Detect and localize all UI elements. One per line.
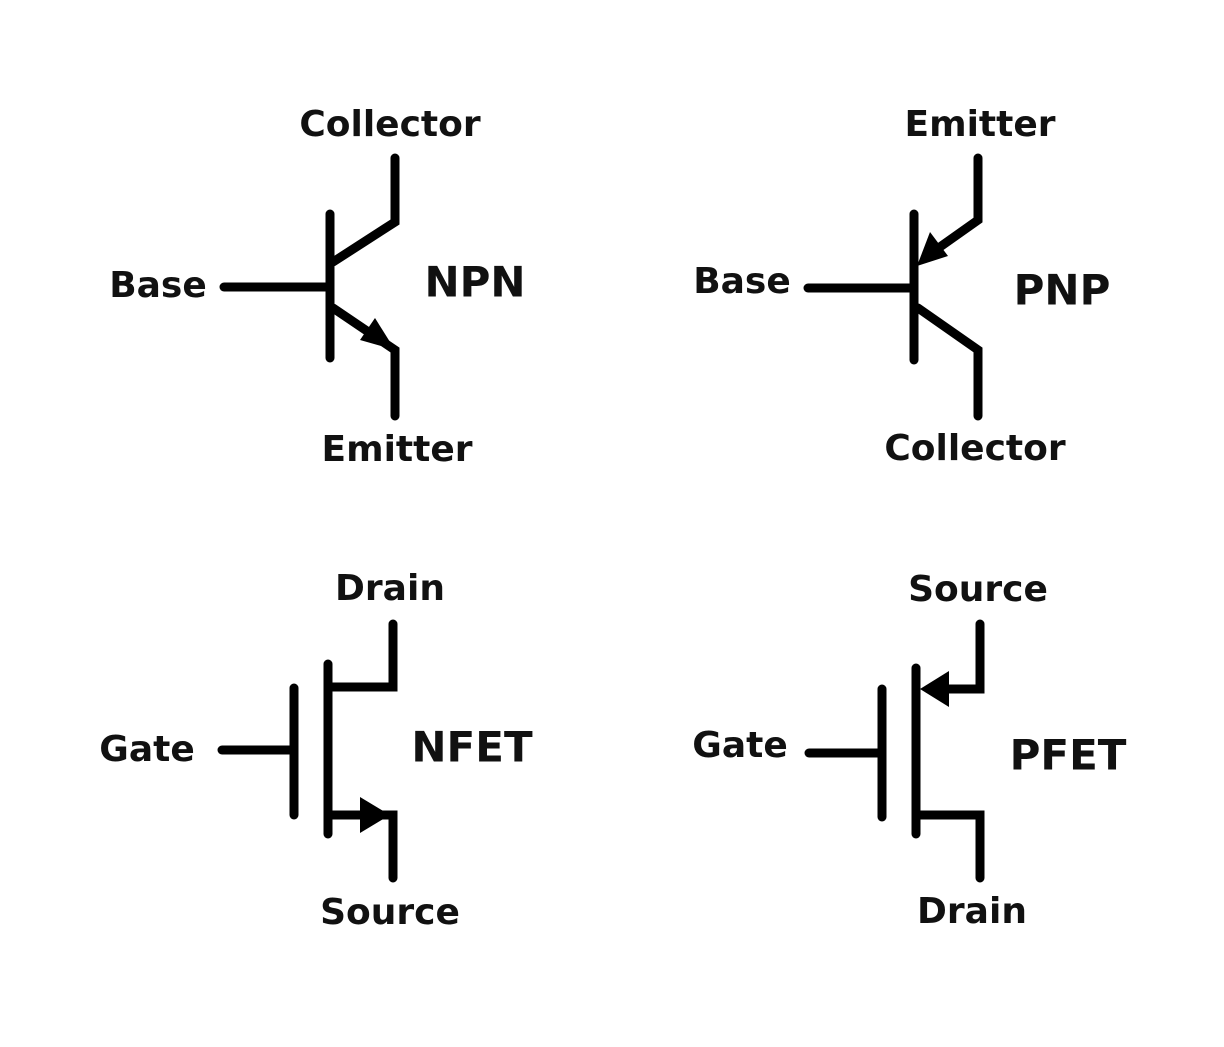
pnp-type-label: PNP bbox=[1014, 266, 1111, 315]
pfet-type-label: PFET bbox=[1010, 731, 1127, 780]
npn-type-label: NPN bbox=[424, 258, 525, 307]
npn-collector-label: Collector bbox=[299, 104, 481, 145]
npn-base-label: Base bbox=[109, 265, 207, 306]
pnp-emitter-arrow bbox=[917, 232, 948, 266]
pfet-drain-wire bbox=[911, 810, 985, 883]
nfet-source-label: Source bbox=[320, 892, 460, 933]
pfet-drain-label: Drain bbox=[917, 891, 1027, 932]
pfet-source-label: Source bbox=[908, 569, 1048, 610]
pfet-symbol: Source Gate PFET Drain bbox=[692, 569, 1126, 932]
pnp-emitter-wire bbox=[925, 153, 983, 259]
npn-symbol: Collector Base NPN Emitter bbox=[109, 104, 525, 470]
npn-collector-wire bbox=[328, 153, 400, 267]
nfet-gate-label: Gate bbox=[99, 729, 194, 770]
nfet-drain-wire bbox=[323, 619, 398, 692]
npn-emitter-label: Emitter bbox=[321, 429, 472, 470]
pnp-collector-wire bbox=[913, 303, 983, 421]
nfet-drain-label: Drain bbox=[335, 568, 445, 609]
nfet-type-label: NFET bbox=[411, 723, 533, 772]
pnp-collector-label: Collector bbox=[884, 428, 1066, 469]
nfet-symbol: Drain Gate NFET Source bbox=[99, 568, 533, 933]
npn-emitter-wire bbox=[328, 303, 400, 421]
pnp-emitter-label: Emitter bbox=[904, 104, 1055, 145]
nfet-source-wire bbox=[323, 810, 398, 883]
pnp-symbol: Emitter Base PNP Collector bbox=[693, 104, 1110, 469]
pnp-base-label: Base bbox=[693, 261, 791, 302]
pfet-source-arrow bbox=[920, 671, 949, 707]
pfet-source-wire bbox=[940, 619, 985, 694]
npn-emitter-arrow bbox=[360, 318, 395, 350]
pfet-gate-label: Gate bbox=[692, 725, 787, 766]
nfet-source-arrow bbox=[360, 797, 390, 833]
